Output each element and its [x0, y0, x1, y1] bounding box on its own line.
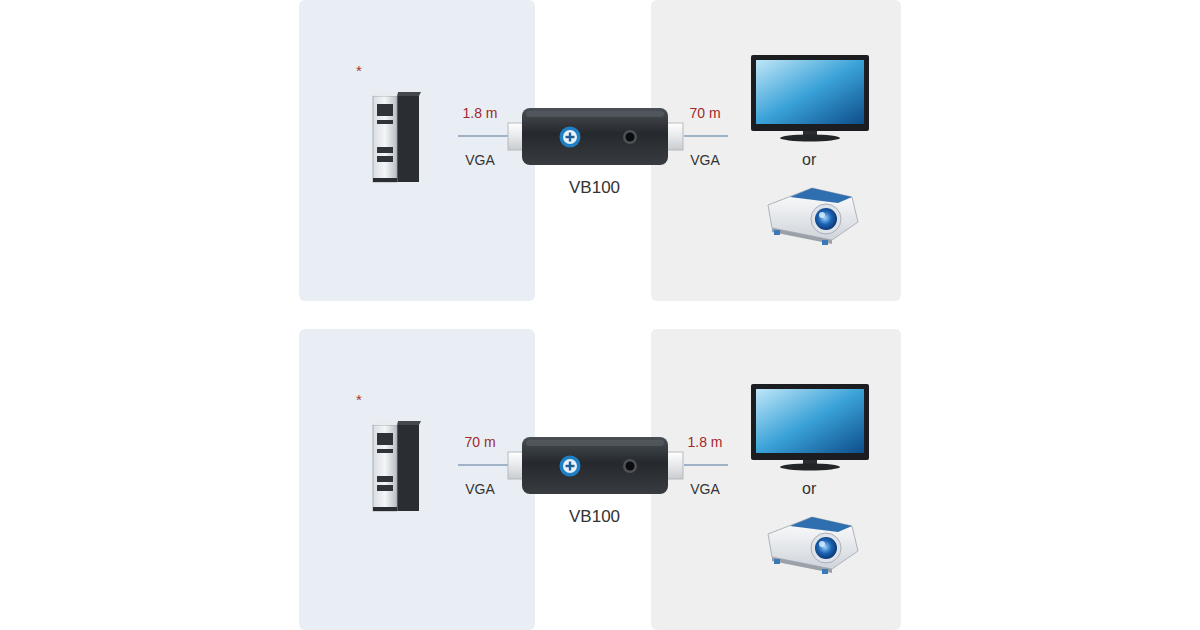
cable-length: 1.8 m	[462, 105, 497, 122]
computer-tower	[373, 92, 421, 182]
cable-length: 70 m	[689, 105, 720, 122]
device-name: VB100	[569, 178, 620, 198]
projector	[768, 188, 858, 245]
signal-name: VGA	[465, 481, 495, 498]
signal-name: VGA	[465, 152, 495, 169]
cable-length: 70 m	[464, 434, 495, 451]
device-name: VB100	[569, 507, 620, 527]
cable-length: 1.8 m	[687, 434, 722, 451]
connector-word: or	[802, 150, 816, 169]
signal-name: VGA	[690, 152, 720, 169]
display-panel: or	[651, 0, 901, 301]
extender-device	[508, 108, 683, 165]
vga-cable	[458, 135, 508, 137]
footnote-mark: *	[356, 62, 362, 80]
monitor	[751, 55, 869, 142]
display-panel: or	[651, 329, 901, 630]
vga-cable	[684, 135, 728, 137]
connector-word: or	[802, 479, 816, 498]
footnote-mark: *	[356, 391, 362, 409]
signal-name: VGA	[690, 481, 720, 498]
